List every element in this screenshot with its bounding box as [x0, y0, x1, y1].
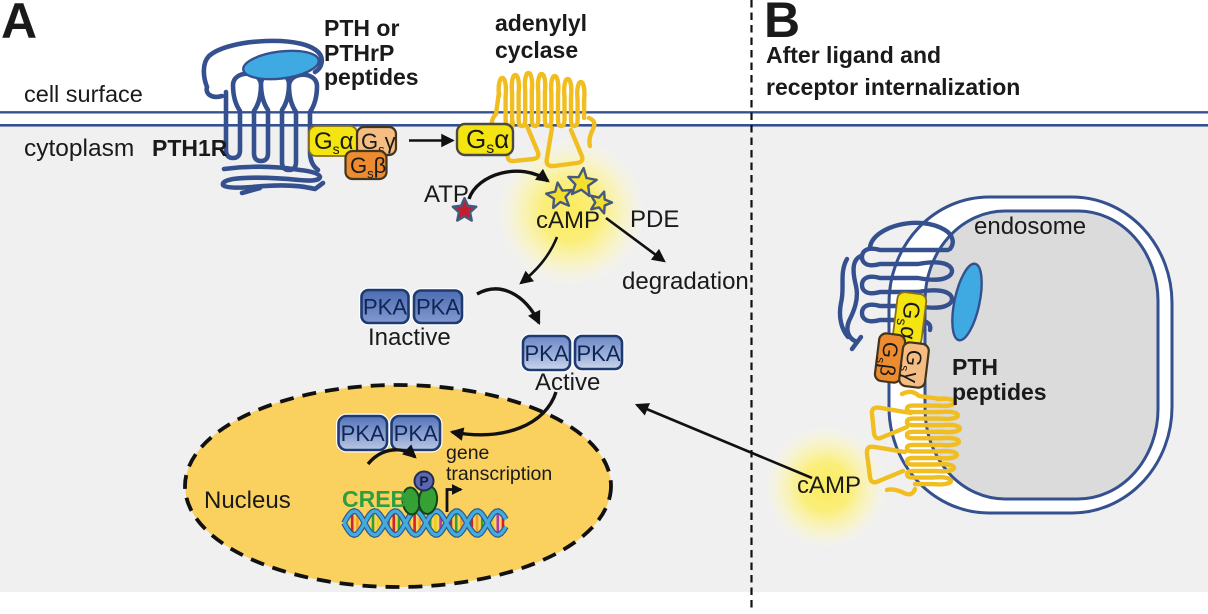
svg-text:A: A: [1, 0, 37, 49]
svg-text:PKA: PKA: [363, 295, 407, 320]
svg-text:PDE: PDE: [630, 206, 679, 233]
svg-text:gene: gene: [446, 442, 489, 464]
svg-text:cAMP: cAMP: [536, 207, 600, 234]
svg-text:PTHrP: PTHrP: [324, 40, 394, 66]
svg-text:cell surface: cell surface: [24, 81, 143, 107]
svg-text:CREB: CREB: [342, 486, 407, 512]
svg-text:degradation: degradation: [622, 268, 749, 295]
svg-text:PKA: PKA: [416, 295, 460, 320]
svg-text:cAMP: cAMP: [797, 472, 861, 499]
svg-text:P: P: [419, 473, 428, 489]
svg-text:cyclase: cyclase: [495, 37, 578, 63]
svg-text:PKA: PKA: [524, 341, 568, 366]
svg-text:peptides: peptides: [324, 64, 419, 90]
svg-text:peptides: peptides: [952, 379, 1047, 405]
svg-text:B: B: [764, 0, 800, 48]
svg-text:cytoplasm: cytoplasm: [24, 135, 134, 162]
svg-text:Active: Active: [535, 369, 600, 396]
svg-text:PKA: PKA: [341, 421, 385, 446]
svg-text:endosome: endosome: [974, 213, 1086, 240]
svg-text:PKA: PKA: [576, 341, 620, 366]
svg-text:Nucleus: Nucleus: [204, 487, 291, 514]
svg-text:Inactive: Inactive: [368, 324, 451, 351]
svg-text:receptor internalization: receptor internalization: [766, 74, 1020, 100]
svg-text:After ligand and: After ligand and: [766, 42, 941, 68]
svg-text:PTH1R: PTH1R: [152, 135, 228, 161]
svg-text:PTH or: PTH or: [324, 15, 399, 41]
svg-text:adenylyl: adenylyl: [495, 10, 587, 36]
svg-text:PTH: PTH: [952, 354, 998, 380]
svg-text:transcription: transcription: [446, 463, 552, 485]
svg-text:PKA: PKA: [394, 421, 438, 446]
